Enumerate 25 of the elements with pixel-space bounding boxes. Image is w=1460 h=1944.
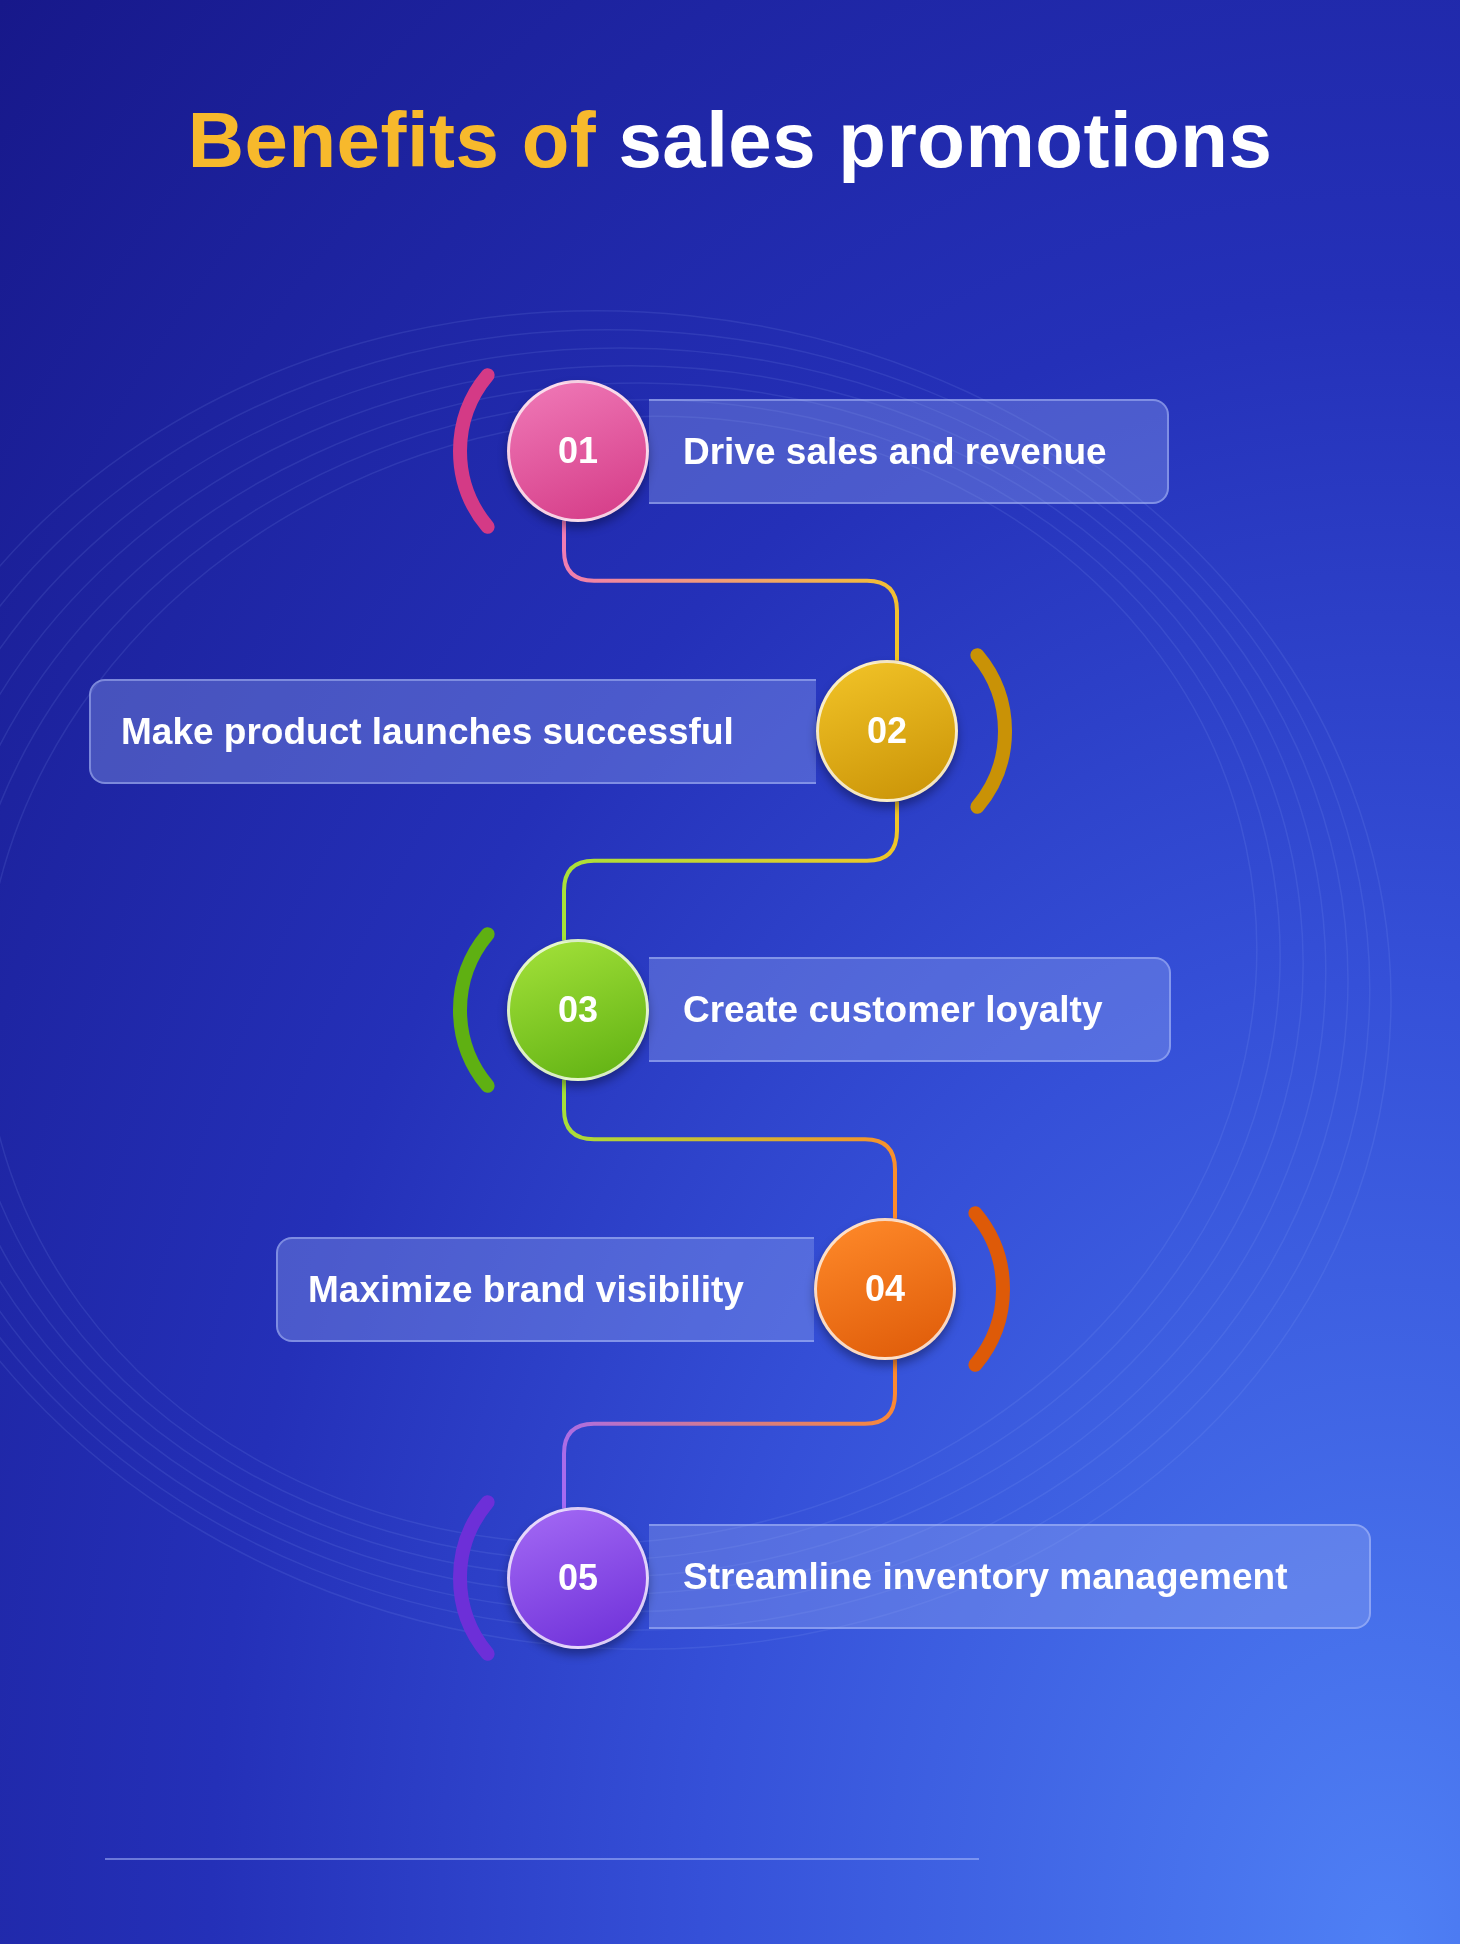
label-bar bbox=[649, 957, 1171, 1062]
number-circle bbox=[814, 1218, 956, 1360]
number-circle bbox=[507, 1507, 649, 1649]
label-bar bbox=[649, 399, 1169, 504]
step-number: 01 bbox=[557, 430, 598, 472]
benefit-text: Drive sales and revenue bbox=[683, 430, 1107, 473]
label-bar bbox=[89, 679, 816, 784]
label-bar bbox=[649, 1524, 1371, 1629]
step-number: 05 bbox=[557, 1557, 598, 1599]
connector-line bbox=[562, 1079, 897, 1219]
benefit-text: Streamline inventory management bbox=[683, 1555, 1288, 1598]
label-bar bbox=[276, 1237, 814, 1342]
step-number: 04 bbox=[864, 1268, 905, 1310]
connector-line bbox=[562, 520, 899, 661]
benefit-text: Create customer loyalty bbox=[683, 988, 1103, 1031]
number-circle bbox=[507, 939, 649, 1081]
connector-line bbox=[562, 1359, 897, 1509]
benefit-text: Make product launches successful bbox=[121, 710, 734, 753]
number-circle bbox=[816, 660, 958, 802]
connector-line bbox=[562, 801, 899, 941]
number-circle bbox=[507, 380, 649, 522]
step-number: 02 bbox=[866, 710, 907, 752]
benefit-text: Maximize brand visibility bbox=[308, 1268, 744, 1311]
step-number: 03 bbox=[557, 989, 598, 1031]
title: Benefits of sales promotions bbox=[186, 95, 1274, 186]
